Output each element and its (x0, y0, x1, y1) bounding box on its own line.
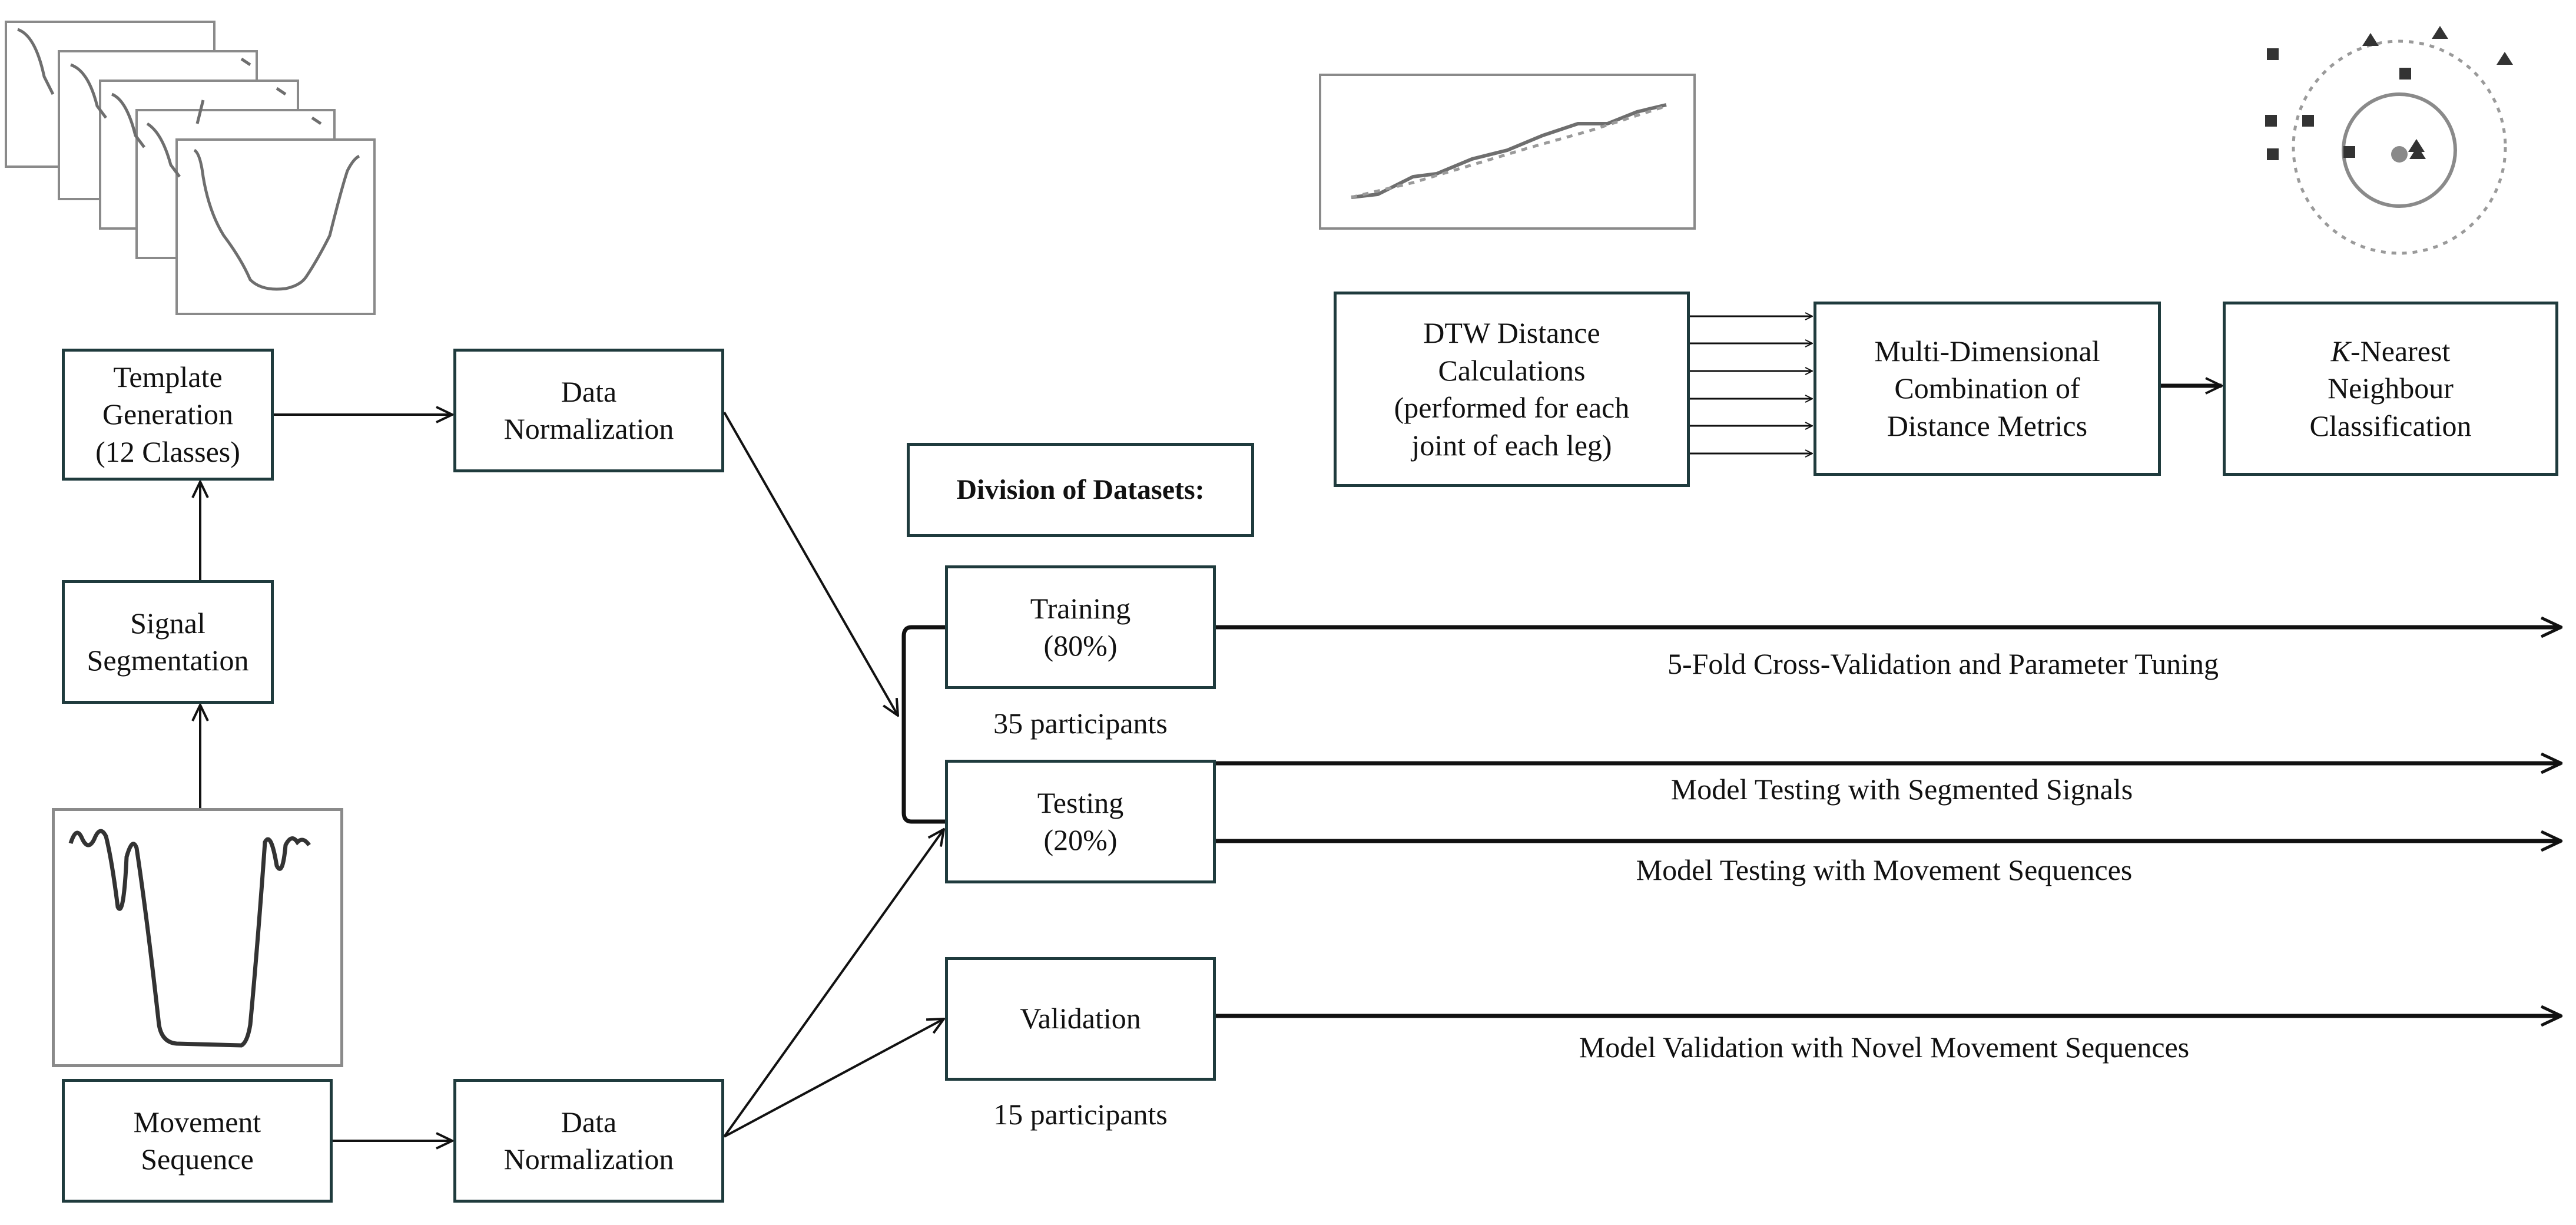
testing-label: Testing (20%) (1037, 786, 1124, 857)
multi-dimensional-label: Multi-Dimensional Combination of Distanc… (1874, 334, 2100, 442)
data-normalization-bottom-box: Data Normalization (453, 1079, 724, 1203)
knn-rest-label: -Nearest Neighbour Classification (2309, 334, 2472, 442)
dtw-alignment-icon (1351, 103, 1667, 199)
test-segmented-label: Model Testing with Segmented Signals (1670, 773, 2133, 806)
training-participants: 35 participants (993, 707, 1168, 740)
division-of-datasets-label: Division of Datasets: (956, 474, 1205, 505)
training-label: Training (80%) (1030, 591, 1131, 663)
arrow-norm-bottom-to-testing (723, 829, 944, 1138)
data-normalization-top-box: Data Normalization (453, 349, 724, 472)
signal-segmentation-box: Signal Segmentation (62, 580, 274, 704)
signal-segmentation-label: Signal Segmentation (87, 606, 249, 677)
raw-signal-thumbnail (52, 808, 343, 1067)
movement-sequence-box: Movement Sequence (62, 1079, 333, 1203)
training-testing-bracket (901, 625, 945, 824)
data-normalization-top-label: Data Normalization (503, 375, 674, 446)
movement-sequence-label: Movement Sequence (133, 1105, 261, 1176)
arrow-norm-bottom-to-validation (724, 1019, 944, 1138)
dtw-distance-label: DTW Distance Calculations (performed for… (1394, 316, 1630, 462)
multi-dimensional-box: Multi-Dimensional Combination of Distanc… (1814, 302, 2161, 476)
testing-box: Testing (20%) (945, 760, 1216, 883)
arrow-norm-top-to-split (723, 412, 898, 716)
template-generation-box: Template Generation (12 Classes) (62, 349, 274, 481)
test-movement-label: Model Testing with Movement Sequences (1636, 853, 2133, 886)
division-of-datasets-heading: Division of Datasets: (907, 443, 1254, 537)
knn-classification-label: K-Nearest Neighbour Classification (2310, 333, 2472, 445)
data-normalization-bottom-label: Data Normalization (503, 1105, 674, 1176)
knn-k-letter: K (2330, 334, 2350, 368)
cross-validation-label: 5-Fold Cross-Validation and Parameter Tu… (1667, 647, 2219, 680)
validation-participants: 15 participants (993, 1098, 1168, 1131)
validation-label: Validation (1020, 1002, 1141, 1035)
template-generation-label: Template Generation (12 Classes) (95, 360, 240, 468)
validation-novel-label: Model Validation with Novel Movement Seq… (1579, 1031, 2190, 1064)
dtw-distance-box: DTW Distance Calculations (performed for… (1334, 292, 1690, 487)
validation-box: Validation (945, 957, 1216, 1081)
knn-classification-box: K-Nearest Neighbour Classification (2223, 302, 2558, 476)
knn-scatter-icon (2265, 26, 2513, 255)
training-box: Training (80%) (945, 565, 1216, 689)
raw-signal-icon (68, 829, 311, 1048)
template-signals-icon (17, 28, 360, 291)
